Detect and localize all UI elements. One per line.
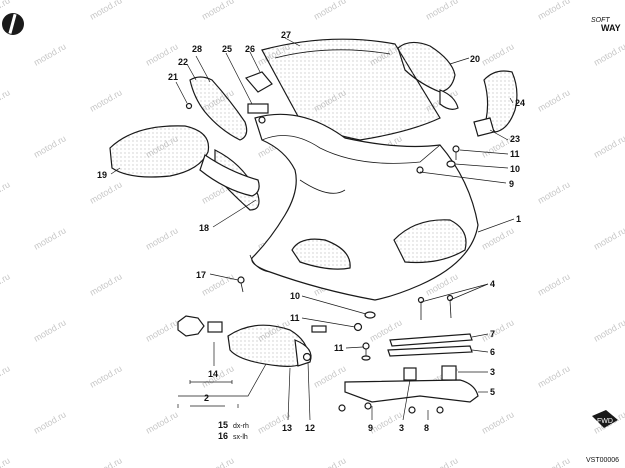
watermark-text: motod.ru (144, 409, 180, 435)
lower-bracket (338, 365, 479, 414)
left-bracket (185, 76, 248, 141)
watermark-text: motod.ru (0, 455, 12, 468)
callout-1: 1 (516, 214, 521, 224)
suffix-15: dx-rh (233, 423, 249, 430)
callout-24: 24 (515, 98, 525, 108)
watermark-text: motod.ru (480, 317, 516, 343)
watermark-text: motod.ru (88, 455, 124, 468)
callout-28: 28 (192, 44, 202, 54)
callout-17: 17 (196, 270, 206, 280)
suffix-16: sx-lh (233, 434, 248, 441)
callout-20: 20 (470, 54, 480, 64)
watermark-text: motod.ru (536, 271, 572, 297)
watermark-text: motod.ru (536, 0, 572, 22)
watermark-text: motod.ru (32, 41, 68, 67)
watermark-text: motod.ru (32, 317, 68, 343)
watermark-text: motod.ru (88, 87, 124, 113)
figure-code: VST00006 (586, 457, 619, 464)
callout-21: 21 (168, 72, 178, 82)
callout-3-right: 3 (490, 367, 495, 377)
brand-logo (2, 13, 24, 35)
leader-lines (110, 37, 515, 421)
callout-11-low: 11 (334, 343, 344, 353)
watermark-text: motod.ru (592, 225, 625, 251)
callout-26: 26 (245, 44, 255, 54)
watermark-text: motod.ru (592, 317, 625, 343)
callout-2: 2 (204, 393, 209, 403)
brand-line1: SOFT (591, 17, 610, 24)
callout-25: 25 (222, 44, 232, 54)
forward-arrow-icon: FWD (592, 410, 618, 428)
callout-9-bottom: 9 (368, 423, 373, 433)
callout-11-top: 11 (510, 149, 520, 159)
watermark-text: motod.ru (536, 179, 572, 205)
callout-4: 4 (490, 279, 495, 289)
right-inner-panel (473, 70, 518, 137)
long-bolts (417, 294, 454, 320)
watermark-text: motod.ru (0, 363, 12, 389)
watermark-text: motod.ru (592, 133, 625, 159)
watermark-text: motod.ru (312, 363, 348, 389)
callout-16: 16 (218, 431, 228, 441)
callout-7: 7 (490, 329, 495, 339)
callout-11-mid: 11 (290, 313, 300, 323)
watermark-text: motod.ru (88, 271, 124, 297)
watermark-text: motod.ru (424, 0, 460, 22)
watermark-text: motod.ru (424, 455, 460, 468)
watermark-text: motod.ru (592, 41, 625, 67)
brand-line2: WAY (601, 23, 621, 33)
callout-15: 15 (218, 420, 228, 430)
watermark-text: motod.ru (0, 87, 12, 113)
callout-18: 18 (199, 223, 209, 233)
callout-10-top: 10 (510, 164, 520, 174)
callout-10-mid: 10 (290, 291, 300, 301)
center-clip (244, 71, 273, 124)
callout-27: 27 (281, 30, 291, 40)
upper-fairing (249, 113, 479, 301)
callout-23: 23 (510, 134, 520, 144)
watermark-text: motod.ru (32, 409, 68, 435)
watermark-text: motod.ru (536, 455, 572, 468)
watermark-text: motod.ru (312, 0, 348, 22)
watermark-text: motod.ru (200, 455, 236, 468)
callout-22: 22 (178, 57, 188, 67)
mid-screws (237, 276, 376, 362)
watermark-text: motod.ru (88, 179, 124, 205)
adjuster-knob (177, 315, 223, 337)
watermark-text: motod.ru (200, 0, 236, 22)
right-mirror (397, 41, 459, 110)
watermark-text: motod.ru (144, 317, 180, 343)
watermark-text: motod.ru (32, 133, 68, 159)
callout-9-top: 9 (509, 179, 514, 189)
callout-8: 8 (424, 423, 429, 433)
watermark-text: motod.ru (536, 87, 572, 113)
callout-13: 13 (282, 423, 292, 433)
watermark-text: motod.ru (144, 225, 180, 251)
callout-19: 19 (97, 170, 107, 180)
callout-14: 14 (208, 369, 218, 379)
softway-brand: SOFT WAY (591, 17, 621, 33)
watermark-text: motod.ru (0, 271, 12, 297)
watermark-text: motod.ru (480, 409, 516, 435)
watermark-text: motod.ru (0, 179, 12, 205)
watermark-text: motod.ru (88, 0, 124, 22)
callout-6: 6 (490, 347, 495, 357)
turn-indicator (227, 324, 312, 367)
watermark-text: motod.ru (88, 363, 124, 389)
callout-layer: 27 28 25 26 22 21 20 24 23 11 10 9 19 18… (97, 30, 525, 441)
callout-12: 12 (305, 423, 315, 433)
group-brackets (177, 380, 239, 408)
watermark-text: motod.ru (480, 41, 516, 67)
callout-5: 5 (490, 387, 495, 397)
watermark-text: motod.ru (144, 41, 180, 67)
watermark-text: motod.ru (312, 455, 348, 468)
left-mirror (109, 125, 260, 197)
fwd-label: FWD (597, 418, 613, 425)
watermark-text: motod.ru (536, 363, 572, 389)
watermark-text: motod.ru (32, 225, 68, 251)
callout-3-bottom: 3 (399, 423, 404, 433)
trim-strips (387, 333, 473, 357)
